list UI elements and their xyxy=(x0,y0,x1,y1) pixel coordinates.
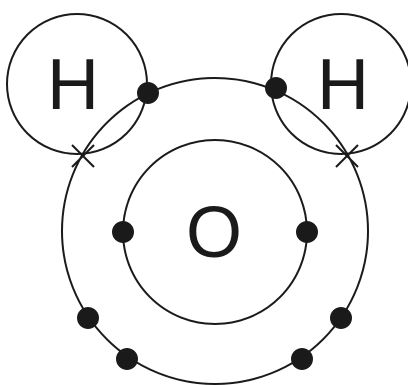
electron-dot-bond-right xyxy=(265,77,287,99)
electron-cross-right xyxy=(335,144,359,168)
electron-cross-left xyxy=(71,144,95,168)
electron-dot-inner-right xyxy=(296,221,318,243)
electron-dot-outer-lower-left-1 xyxy=(77,307,99,329)
oxygen-outer-shell xyxy=(61,77,369,385)
electron-dot-outer-lower-right-1 xyxy=(330,307,352,329)
hydrogen-left-symbol: H xyxy=(47,45,99,125)
electron-dot-bond-left xyxy=(137,82,159,104)
hydrogen-right-symbol: H xyxy=(317,45,369,125)
electron-dot-outer-lower-left-2 xyxy=(116,348,138,370)
electron-dot-inner-left xyxy=(112,221,134,243)
electron-dot-outer-lower-right-2 xyxy=(291,348,313,370)
oxygen-symbol: O xyxy=(186,193,242,273)
